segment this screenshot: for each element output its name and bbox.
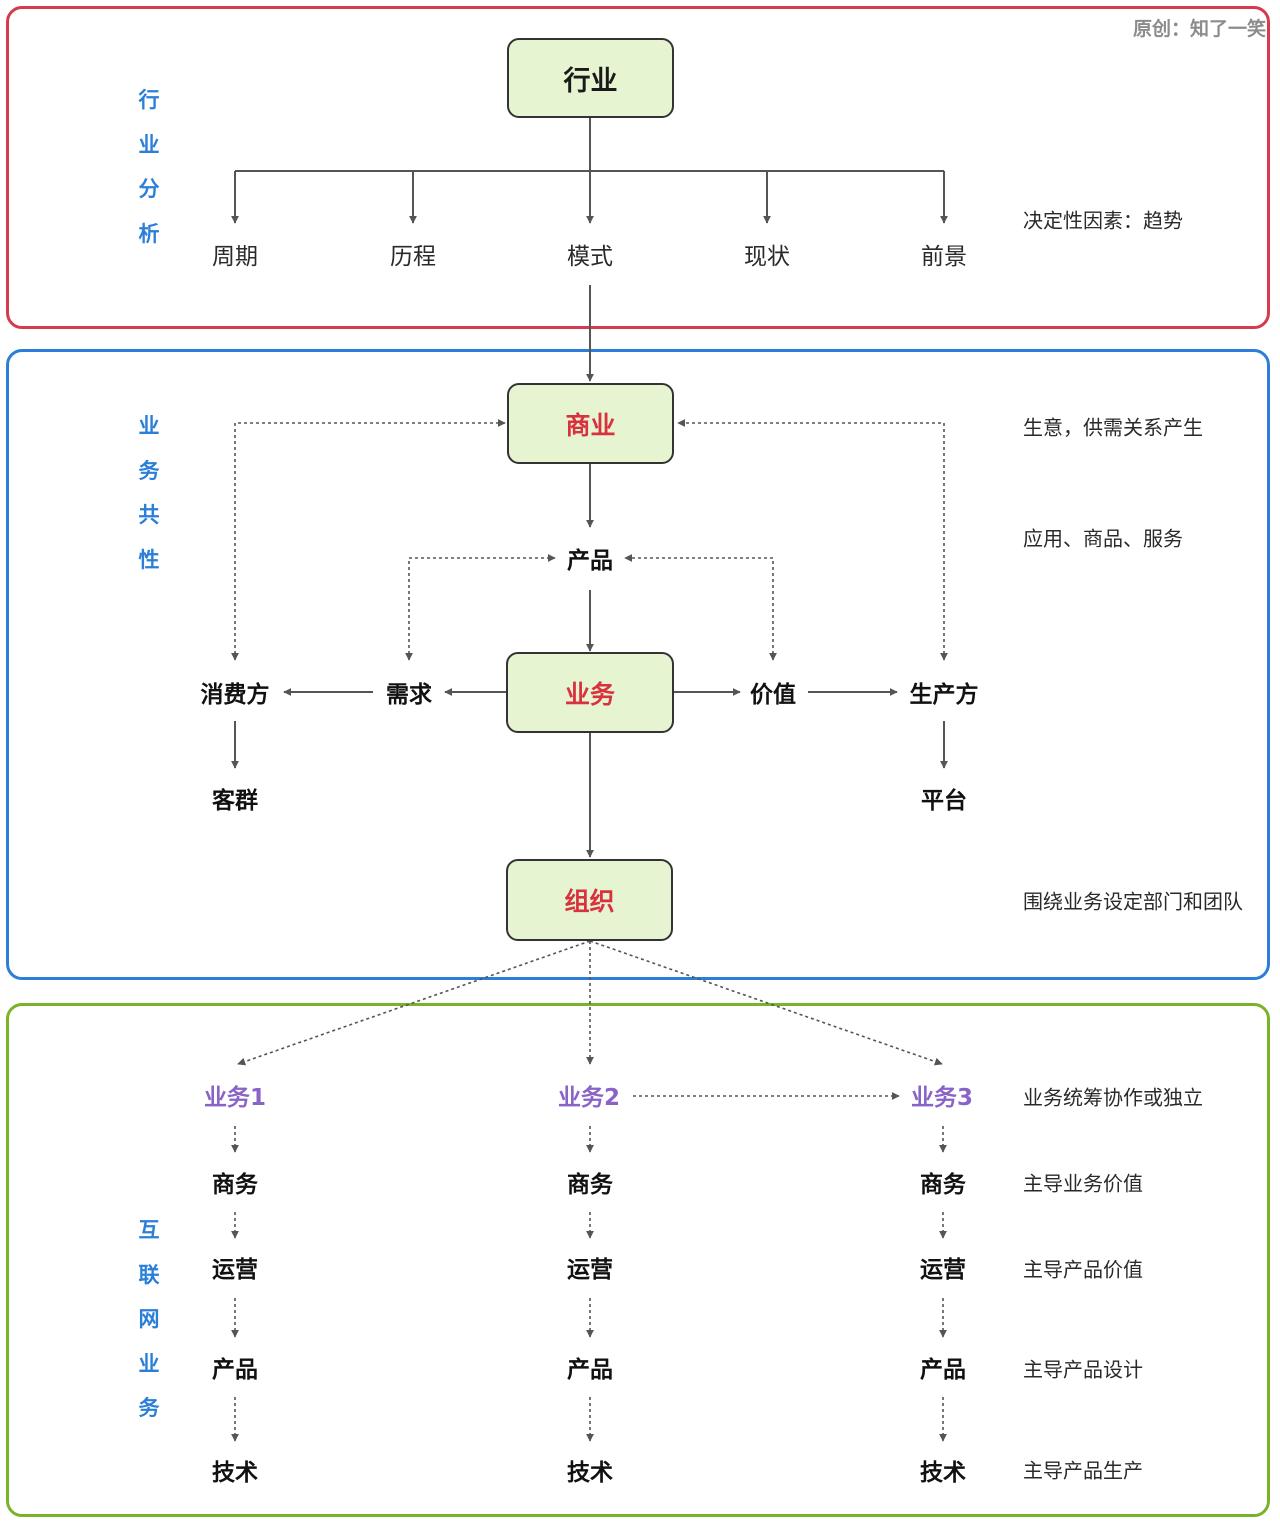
step-tech: 技术 bbox=[920, 1460, 966, 1486]
step-tech: 技术 bbox=[212, 1460, 258, 1486]
section-label-char: 业 bbox=[138, 414, 160, 438]
customer-group-label: 客群 bbox=[212, 788, 258, 814]
section-label-char: 互 bbox=[138, 1218, 160, 1242]
step-operations: 运营 bbox=[920, 1257, 966, 1283]
section-label-industry: 行 业 分 析 bbox=[134, 78, 164, 256]
section-label-char: 网 bbox=[138, 1307, 160, 1331]
demand-label: 需求 bbox=[386, 682, 432, 708]
dotted-product-demand bbox=[405, 554, 556, 661]
core-business-box: 业务 bbox=[506, 652, 674, 733]
dotted-product-value bbox=[624, 554, 777, 661]
commerce-note: 生意，供需关系产生 bbox=[1023, 415, 1203, 440]
section-label-char: 析 bbox=[138, 221, 160, 246]
industry-child-history: 历程 bbox=[390, 244, 436, 270]
credit-label: 原创：知了一笑 bbox=[1132, 18, 1266, 40]
industry-child-cycle: 周期 bbox=[212, 244, 258, 270]
industry-root-box: 行业 bbox=[507, 38, 674, 118]
industry-analysis-panel bbox=[6, 6, 1270, 329]
section-label-char: 务 bbox=[138, 458, 160, 483]
value-label: 价值 bbox=[750, 682, 796, 708]
business-commonality-panel bbox=[6, 349, 1270, 980]
industry-child-prospect: 前景 bbox=[921, 244, 967, 270]
step-commerce: 商务 bbox=[567, 1172, 613, 1198]
industry-child-model: 模式 bbox=[567, 244, 613, 270]
section-label-char: 业 bbox=[138, 1351, 160, 1376]
internet-note-operations: 主导产品价值 bbox=[1023, 1257, 1143, 1282]
business-3-title: 业务3 bbox=[910, 1085, 974, 1111]
section-label-char: 共 bbox=[138, 503, 160, 527]
producer-label: 生产方 bbox=[909, 682, 979, 708]
section-label-char: 联 bbox=[138, 1262, 160, 1287]
internet-note-commerce: 主导业务价值 bbox=[1023, 1171, 1143, 1196]
step-product: 产品 bbox=[212, 1357, 258, 1383]
business-2-title: 业务2 bbox=[557, 1085, 621, 1111]
business-1-title: 业务1 bbox=[203, 1085, 267, 1111]
step-commerce: 商务 bbox=[212, 1172, 258, 1198]
section-label-char: 分 bbox=[138, 177, 160, 201]
internet-note-tech: 主导产品生产 bbox=[1023, 1458, 1143, 1483]
step-operations: 运营 bbox=[567, 1257, 613, 1283]
organization-box: 组织 bbox=[506, 859, 673, 941]
dotted-org-to-biz3 bbox=[589, 940, 943, 1066]
section-label-char: 务 bbox=[138, 1396, 160, 1420]
internet-note-coordination: 业务统筹协作或独立 bbox=[1023, 1085, 1203, 1110]
commerce-box: 商业 bbox=[507, 383, 674, 464]
product-note: 应用、商品、服务 bbox=[1023, 526, 1183, 551]
step-product: 产品 bbox=[567, 1357, 613, 1383]
internet-note-product: 主导产品设计 bbox=[1023, 1357, 1143, 1382]
dotted-org-to-biz1 bbox=[237, 940, 591, 1066]
step-operations: 运营 bbox=[212, 1257, 258, 1283]
organization-note: 围绕业务设定部门和团队 bbox=[1023, 889, 1243, 914]
section-label-internet: 互 联 网 业 务 bbox=[134, 1208, 164, 1431]
step-commerce: 商务 bbox=[920, 1172, 966, 1198]
step-product: 产品 bbox=[920, 1357, 966, 1383]
dotted-commerce-producer bbox=[677, 419, 948, 661]
industry-child-status: 现状 bbox=[744, 244, 790, 270]
platform-label: 平台 bbox=[921, 788, 967, 814]
product-label: 产品 bbox=[567, 548, 613, 574]
step-tech: 技术 bbox=[567, 1460, 613, 1486]
section-label-business: 业 务 共 性 bbox=[134, 404, 164, 582]
consumer-label: 消费方 bbox=[200, 682, 270, 708]
dotted-commerce-consumer bbox=[231, 419, 506, 661]
section-label-char: 性 bbox=[138, 547, 160, 572]
industry-note: 决定性因素：趋势 bbox=[1023, 208, 1183, 233]
internet-business-panel bbox=[6, 1003, 1270, 1517]
section-label-char: 业 bbox=[138, 132, 160, 157]
section-label-char: 行 bbox=[138, 88, 160, 112]
